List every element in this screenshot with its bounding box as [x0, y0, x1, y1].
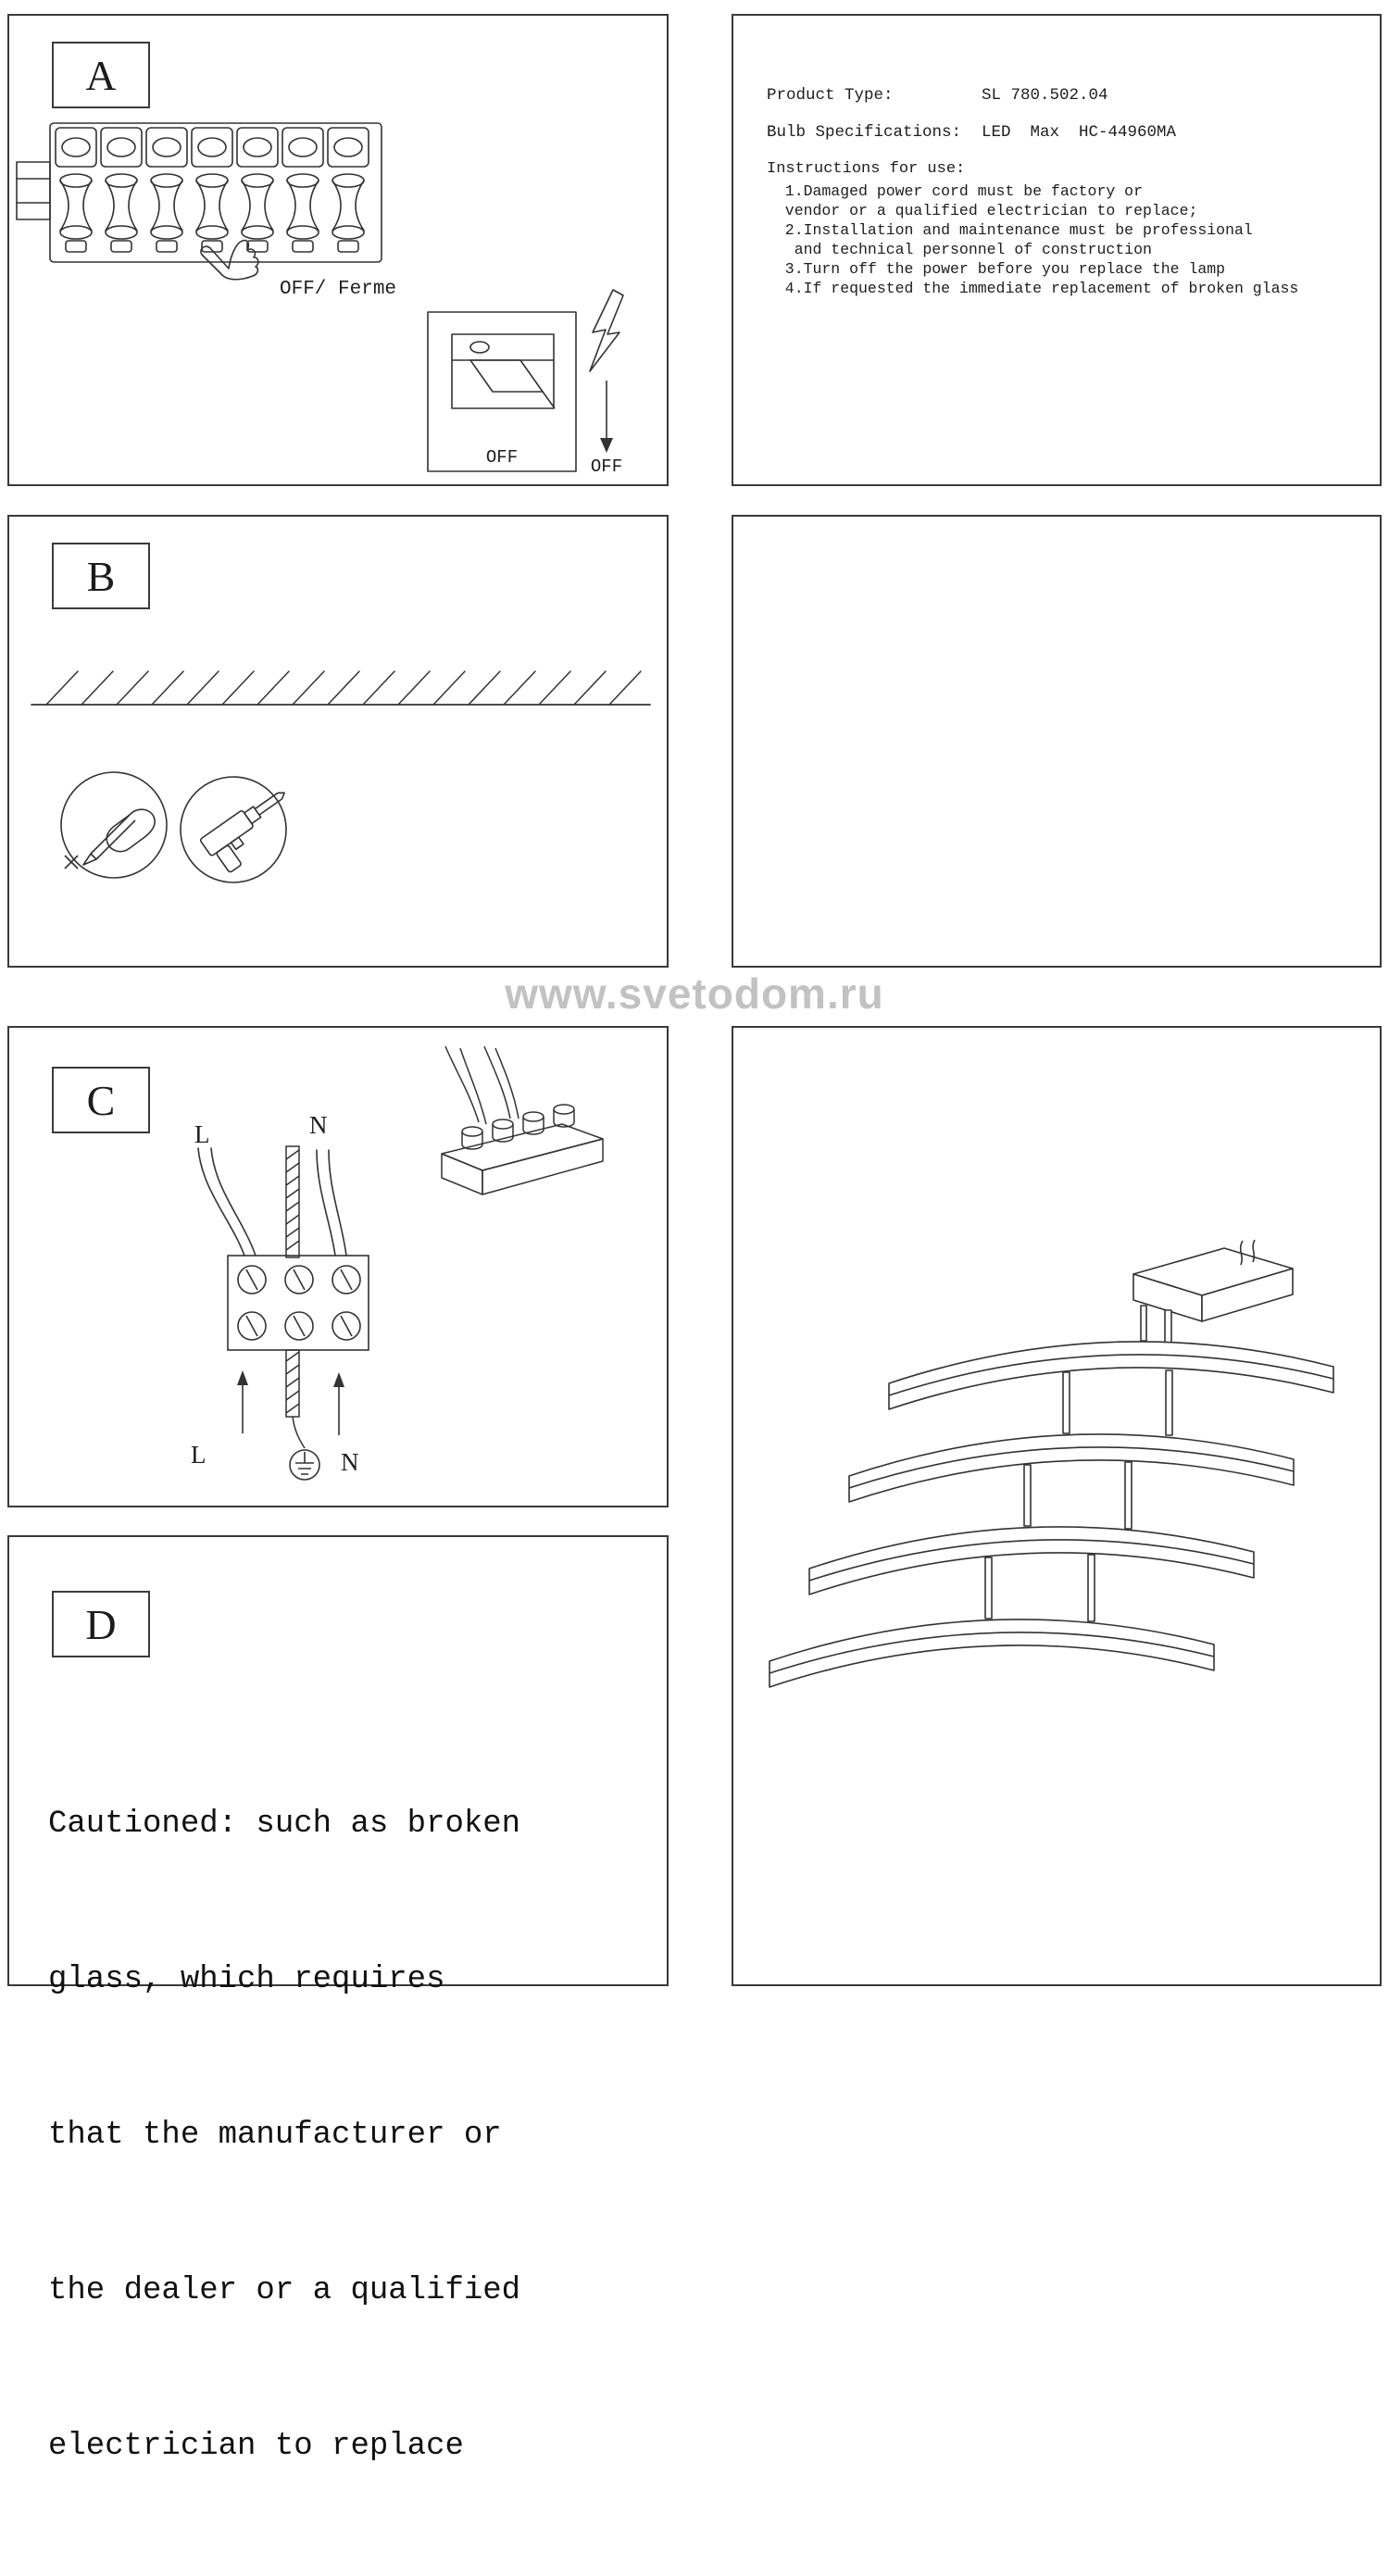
panel-a: A OFF/ Ferme — [7, 14, 669, 486]
instructions-title: Instructions for use: — [767, 160, 966, 178]
caution-text: Cautioned: such as broken glass, which r… — [48, 1694, 520, 2576]
up-arrowhead-icon — [333, 1372, 344, 1387]
panel-b-label: B — [86, 552, 116, 600]
bulb-spec-label: Bulb Specifications: — [767, 123, 962, 142]
instruction-line: and technical personnel of construction — [767, 241, 1152, 258]
instruction-line: 4.If requested the immediate replacement… — [767, 280, 1299, 297]
panel-b: B — [7, 515, 669, 968]
insert-direction-arrows — [237, 1370, 344, 1435]
lamp-arc-bar — [888, 1341, 1334, 1410]
wires-drawing — [197, 1147, 347, 1257]
lamp-arc-bar — [808, 1526, 1255, 1595]
bulb-spec-value: LED Max HC-44960MA — [982, 123, 1177, 142]
panel-b-label-box: B — [52, 543, 150, 609]
instruction-manual-page: { "watermark": "www.svetodom.ru", "panel… — [7, 14, 1382, 2464]
earth-symbol-icon — [289, 1449, 320, 1481]
lamp-arc-bar — [769, 1619, 1215, 1688]
neutral-label-top: N — [309, 1111, 328, 1139]
wall-switch-drawing — [427, 311, 577, 472]
wire-squiggles — [1239, 1239, 1256, 1266]
caution-line: electrician to replace — [48, 2429, 464, 2464]
mount-pin — [1164, 1309, 1172, 1344]
panel-a-diagram: OFF/ Ferme OFF OFF — [16, 122, 624, 477]
instruction-line: 1.Damaged power cord must be factory or — [767, 182, 1143, 200]
connector-pin — [1165, 1369, 1173, 1436]
panel-empty — [732, 515, 1382, 968]
panel-a-label: A — [85, 51, 117, 99]
lamp-arc-bar — [848, 1433, 1295, 1503]
instruction-line: 3.Turn off the power before you replace … — [767, 260, 1226, 278]
marking-step-drawing — [60, 771, 168, 879]
ceiling-lamp-drawing — [769, 1239, 1334, 1688]
live-label-top: L — [194, 1120, 210, 1148]
mount-pin — [1140, 1305, 1147, 1342]
connector-pin — [1087, 1554, 1095, 1622]
panel-c: C L N — [7, 1026, 669, 1507]
caution-line: the dealer or a qualified — [48, 2273, 521, 2308]
drill-icon — [200, 792, 285, 873]
product-type-label: Product Type: — [767, 86, 894, 105]
switch-off-label: OFF — [486, 447, 518, 468]
pencil-icon — [90, 814, 136, 860]
down-arrowhead-icon — [600, 438, 613, 453]
lightning-bolt-icon — [589, 289, 624, 372]
instruction-line: vendor or a qualified electrician to rep… — [767, 202, 1198, 219]
terminal-block-drawing — [227, 1255, 369, 1351]
mount-box-drawing — [1132, 1239, 1294, 1344]
connector-pin — [1124, 1461, 1132, 1530]
panel-d-label: D — [85, 1600, 117, 1648]
caution-line: Cautioned: such as broken — [48, 1807, 521, 1842]
connector-pin — [1062, 1371, 1070, 1434]
caution-line: that the manufacturer or — [48, 2118, 502, 2153]
panel-d: D Cautioned: such as broken glass, which… — [7, 1535, 669, 2464]
terminal-block-3d-drawing — [441, 1045, 604, 1195]
panel-d-label-box: D — [52, 1591, 150, 1657]
up-arrowhead-icon — [237, 1370, 248, 1385]
arrow-off-label: OFF — [591, 456, 622, 477]
panel-b-diagram — [31, 670, 651, 883]
ceiling-hatch-drawing — [31, 670, 651, 706]
neutral-label-bottom: N — [341, 1448, 359, 1476]
bulb-spec-row: Bulb Specifications: LED Max HC-44960MA — [767, 123, 1361, 142]
connector-pin — [1023, 1464, 1032, 1527]
panel-c-label-box: C — [52, 1067, 150, 1133]
product-type-row: Product Type: SL 780.502.04 — [767, 86, 1361, 105]
off-ferme-label: OFF/ Ferme — [280, 279, 396, 300]
panel-c-label: C — [86, 1076, 116, 1124]
ground-conductor-drawing — [285, 1145, 306, 1449]
instruction-line: 2.Installation and maintenance must be p… — [767, 221, 1253, 239]
screw-terminals — [461, 1104, 575, 1150]
caution-line: glass, which requires — [48, 1962, 445, 1997]
watermark: www.svetodom.ru — [505, 969, 884, 1018]
product-info-content: Product Type: SL 780.502.04 Bulb Specifi… — [767, 86, 1361, 298]
lamp-arcs-drawing — [769, 1341, 1334, 1688]
product-type-value: SL 780.502.04 — [982, 86, 1108, 105]
panel-c-wiring-diagram: L N — [191, 1045, 604, 1481]
panel-product-info: Product Type: SL 780.502.04 Bulb Specifi… — [732, 14, 1382, 486]
power-off-arrow — [589, 289, 624, 453]
panel-lamp-drawing — [732, 1026, 1382, 1986]
x-mark-icon — [64, 855, 79, 869]
drilling-step-drawing — [180, 776, 287, 883]
pointing-hand-icon — [200, 239, 259, 281]
live-label-bottom: L — [191, 1441, 206, 1469]
connector-pin — [984, 1557, 993, 1619]
hand-icon — [106, 808, 156, 853]
panel-a-label-box: A — [52, 42, 150, 108]
terminal-strip-drawing — [16, 122, 382, 263]
